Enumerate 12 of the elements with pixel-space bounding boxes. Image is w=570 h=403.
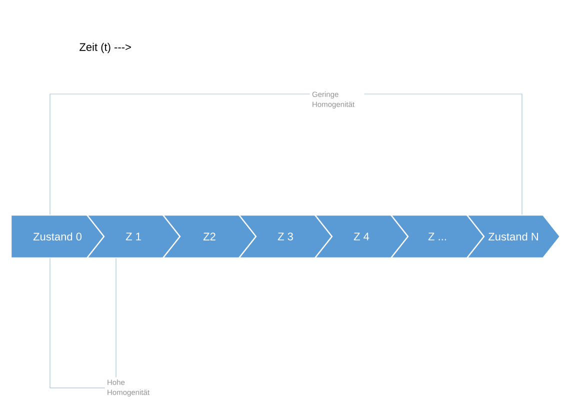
- process-step: Z 1: [86, 214, 181, 259]
- process-step: Z ...: [390, 214, 485, 259]
- node-label: Zustand N: [488, 232, 538, 241]
- process-step: Z 4: [314, 214, 409, 259]
- leader-line: [50, 258, 106, 388]
- leader-line: [50, 94, 310, 216]
- leader-line: [364, 94, 522, 216]
- process-step: Z2: [162, 214, 257, 259]
- process-step: Zustand 0: [10, 214, 105, 259]
- process-step: Z 3: [238, 214, 333, 259]
- axis-label: Zeit (t) --->: [80, 42, 131, 54]
- process-step: Zustand N: [466, 214, 561, 259]
